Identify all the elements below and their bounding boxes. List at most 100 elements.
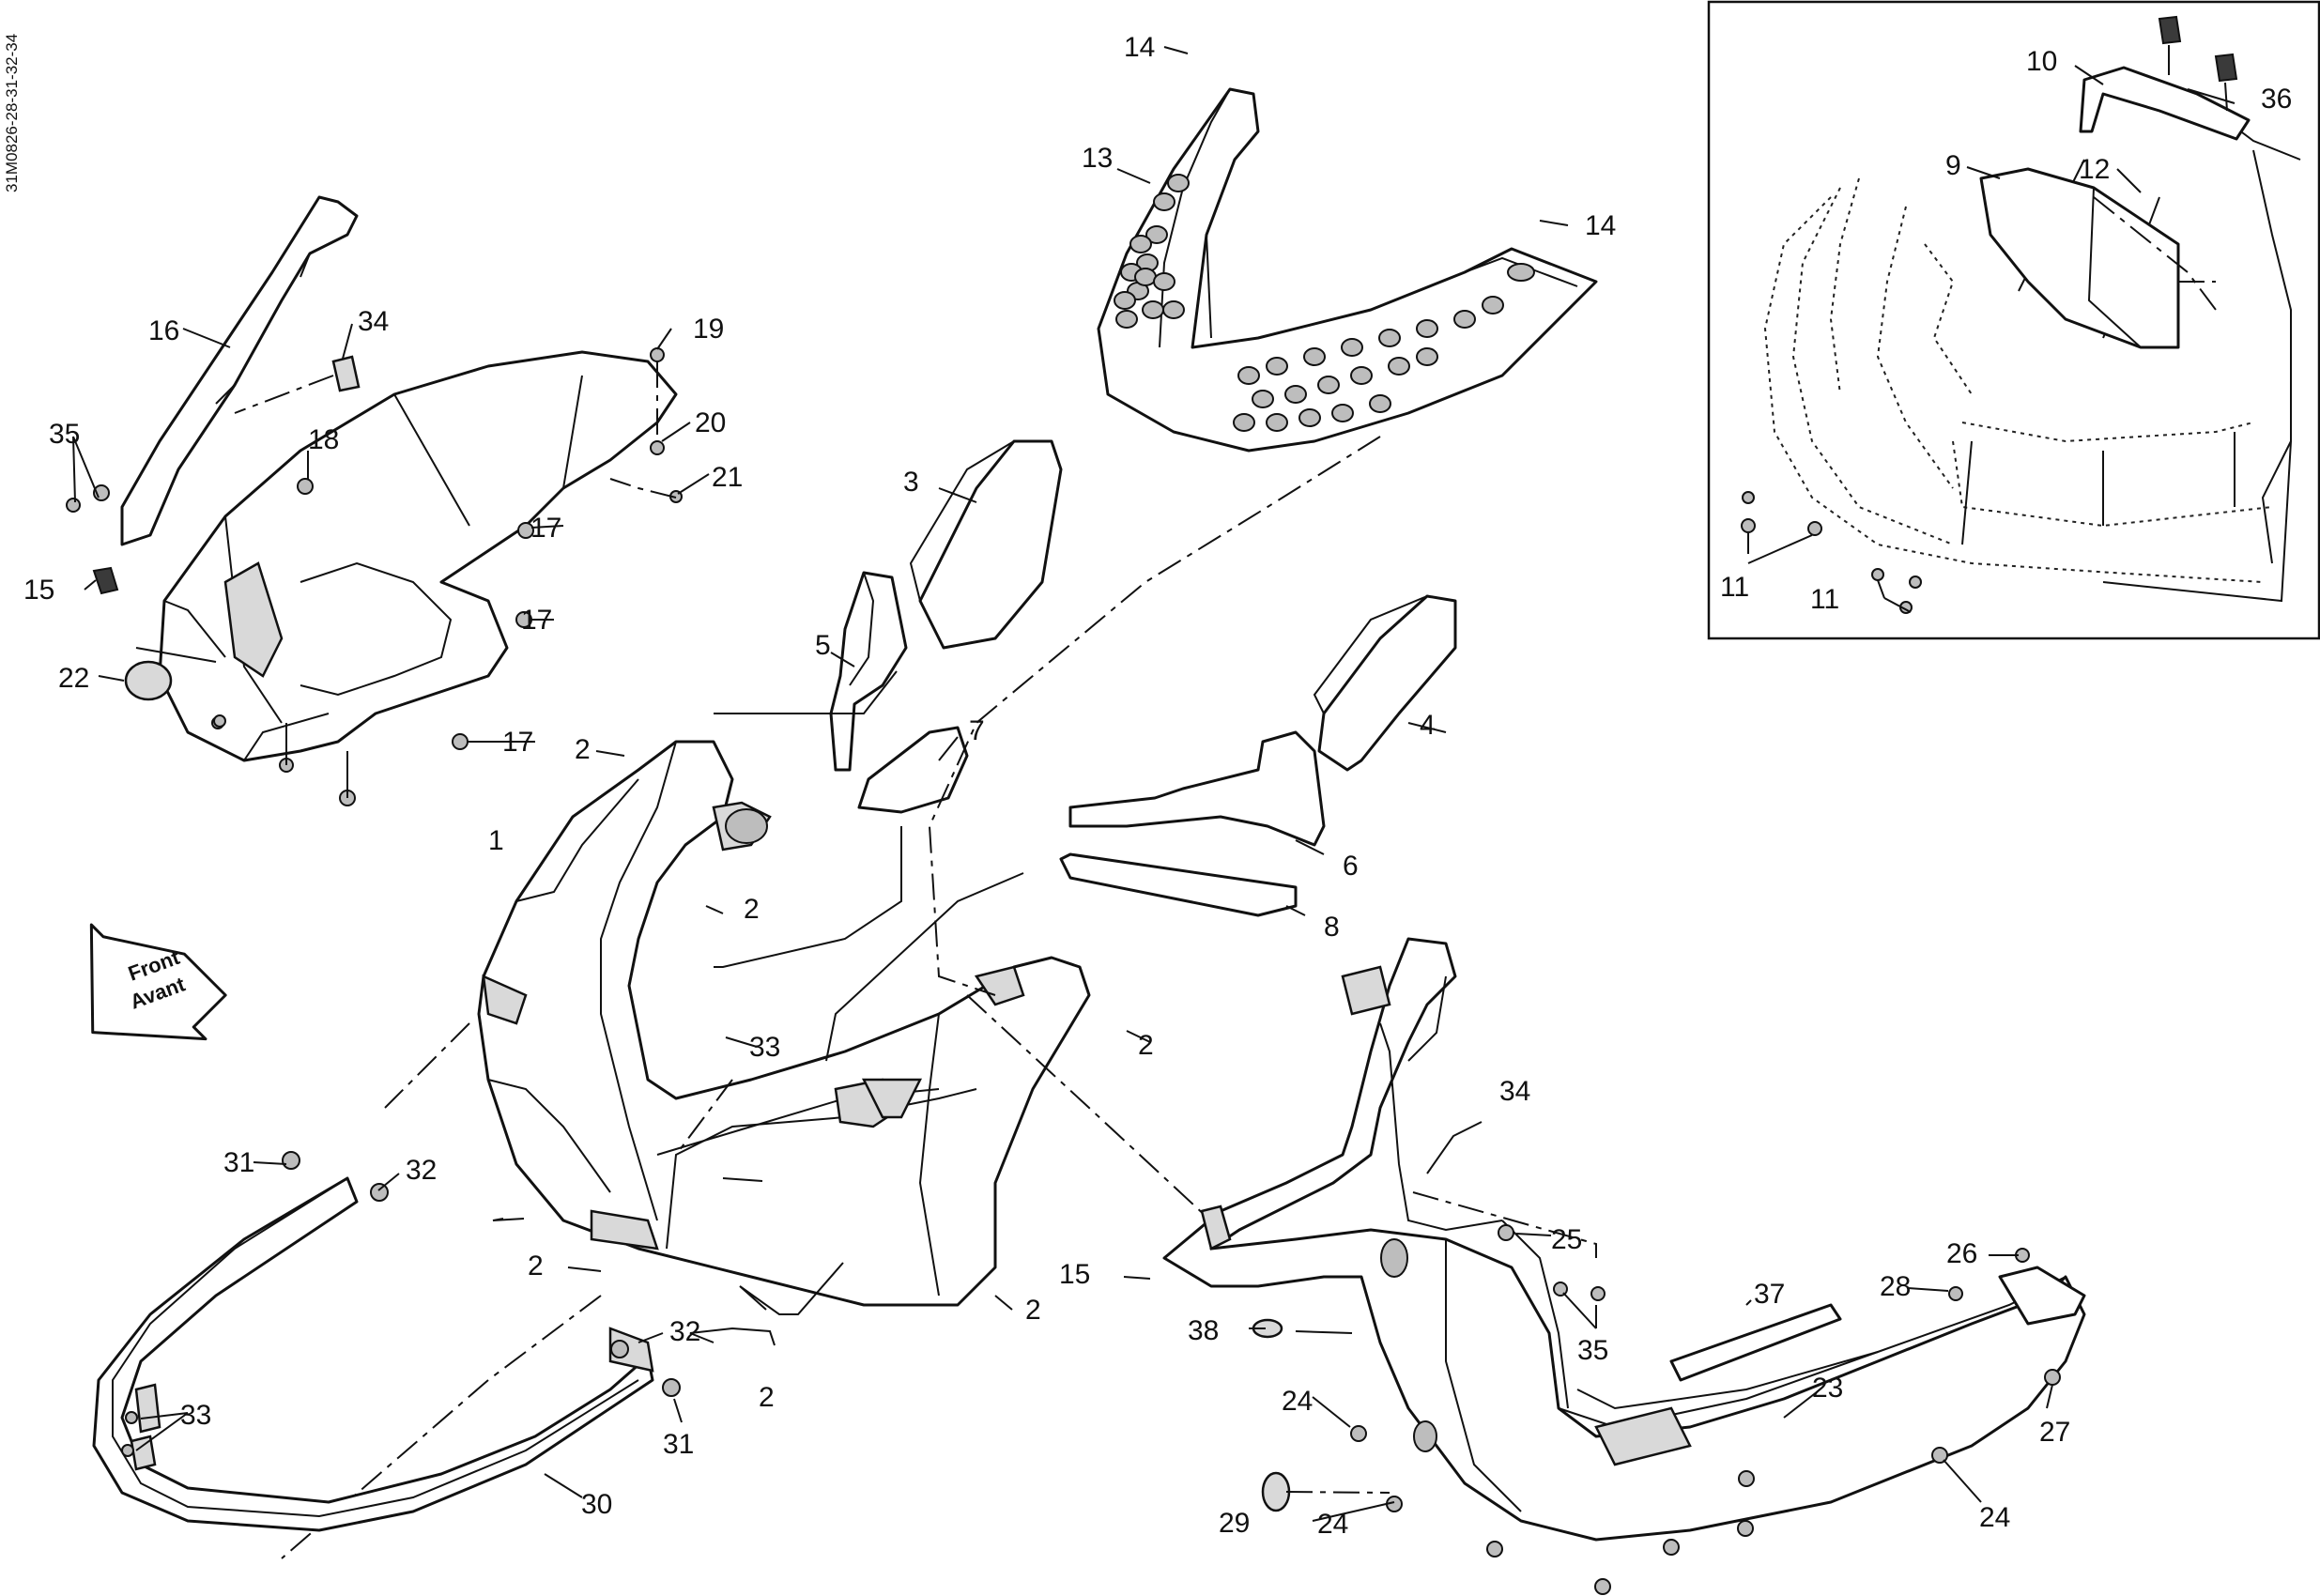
callout-c11a: 11 xyxy=(1720,572,1749,603)
callout-c24a: 24 xyxy=(1282,1386,1313,1417)
callout-c38: 38 xyxy=(1188,1315,1219,1346)
perforation-hole xyxy=(1317,376,1340,394)
duct-9-shape xyxy=(1979,167,2180,349)
callout-c2d: 2 xyxy=(528,1251,544,1281)
callout-c26: 26 xyxy=(1946,1238,1977,1269)
callout-c2c: 2 xyxy=(1138,1030,1154,1061)
callout-c2e: 2 xyxy=(1025,1295,1041,1326)
callout-c8: 8 xyxy=(1324,912,1340,943)
callout-c18: 18 xyxy=(308,424,339,455)
callout-c29: 29 xyxy=(1219,1508,1250,1539)
perforation-hole xyxy=(1416,319,1438,338)
callout-c23: 23 xyxy=(1812,1373,1843,1404)
callout-c20: 20 xyxy=(695,407,726,438)
callout-c14a: 14 xyxy=(1124,32,1155,63)
callout-c24c: 24 xyxy=(1979,1502,2010,1533)
perforation-hole xyxy=(1115,310,1138,329)
perforation-hole xyxy=(1167,174,1190,192)
pad-5 xyxy=(829,571,908,772)
callout-c13: 13 xyxy=(1082,143,1113,174)
clip-36a-shape xyxy=(2158,15,2182,45)
pad-6 xyxy=(1068,730,1326,847)
pad-3 xyxy=(909,439,1063,650)
detail-inset xyxy=(1707,0,2320,640)
perforation-hole xyxy=(1153,192,1175,211)
callout-c5: 5 xyxy=(815,630,831,661)
pad-4 xyxy=(1313,594,1457,772)
callout-c16: 16 xyxy=(148,315,179,346)
callout-c17a: 17 xyxy=(530,513,561,544)
perforation-hole xyxy=(1453,310,1476,329)
callout-c35b: 35 xyxy=(1577,1335,1608,1366)
perforation-hole xyxy=(1252,390,1274,408)
perforation-hole xyxy=(1114,291,1136,310)
perforation-hole xyxy=(1134,268,1157,286)
perforation-hole xyxy=(1388,357,1410,376)
perforation-hole xyxy=(1266,413,1288,432)
leader-lines xyxy=(72,46,2235,1522)
callout-c10: 10 xyxy=(2026,46,2057,77)
perforation-hole xyxy=(1298,408,1321,427)
callout-c2a: 2 xyxy=(575,734,591,765)
callout-c4: 4 xyxy=(1420,710,1436,741)
callout-c33a: 33 xyxy=(749,1032,780,1063)
side-panel-23 xyxy=(1162,937,2086,1595)
document-id: 31M0826-28-31-32-34 xyxy=(3,34,21,192)
callout-c17c: 17 xyxy=(502,727,533,758)
perforation-hole xyxy=(1416,347,1438,366)
callout-c17b: 17 xyxy=(521,605,552,636)
perforation-hole xyxy=(1145,225,1168,244)
belly-pan-1 xyxy=(477,740,1091,1307)
perforation-hole xyxy=(1237,366,1260,385)
perforated-panel-13 xyxy=(1097,87,1598,453)
callout-c32a: 32 xyxy=(406,1155,437,1186)
perforation-hole xyxy=(1341,338,1363,357)
front-direction-arrow: Front Avant xyxy=(89,923,227,1041)
perforation-hole xyxy=(1284,385,1307,404)
perforation-hole xyxy=(1482,296,1504,315)
perforation-hole xyxy=(1153,272,1175,291)
callout-c2f: 2 xyxy=(759,1382,775,1413)
callout-c9: 9 xyxy=(1945,150,1961,181)
callout-c31a: 31 xyxy=(223,1147,254,1178)
callout-c28: 28 xyxy=(1880,1271,1911,1302)
perforation-hole xyxy=(1266,357,1288,376)
perforation-hole xyxy=(1350,366,1373,385)
perforation-hole xyxy=(1369,394,1391,413)
callout-c33b: 33 xyxy=(180,1400,211,1431)
perforation-hole xyxy=(1142,300,1164,319)
callout-c14b: 14 xyxy=(1585,210,1616,241)
perforation-hole xyxy=(1378,329,1401,347)
callout-c2b: 2 xyxy=(744,894,760,925)
callout-c34b: 34 xyxy=(1499,1076,1530,1107)
perforation-hole xyxy=(1233,413,1255,432)
perforation-hole xyxy=(1162,300,1185,319)
pad-8 xyxy=(1059,852,1298,917)
callout-c11b: 11 xyxy=(1810,584,1839,615)
callout-c7: 7 xyxy=(969,715,985,746)
callout-c21: 21 xyxy=(712,462,743,493)
perforation-hole xyxy=(1129,235,1152,253)
callout-c36: 36 xyxy=(2261,84,2292,115)
panel-13-perforations xyxy=(1114,174,1504,432)
callout-c1: 1 xyxy=(488,825,504,856)
left-upper-assembly xyxy=(66,195,683,806)
clip-36b-shape xyxy=(2214,53,2238,83)
callout-c3: 3 xyxy=(903,467,919,498)
callout-c30: 30 xyxy=(581,1489,612,1520)
callout-c15b: 15 xyxy=(1059,1259,1090,1290)
callout-c31b: 31 xyxy=(663,1429,694,1460)
callout-c32b: 32 xyxy=(669,1316,700,1347)
callout-c35a: 35 xyxy=(49,419,80,450)
callout-c22: 22 xyxy=(58,663,89,694)
callout-c37: 37 xyxy=(1754,1279,1785,1310)
callout-c25: 25 xyxy=(1551,1224,1582,1255)
bracket-10-shape xyxy=(2079,66,2251,141)
callout-c6: 6 xyxy=(1343,851,1359,882)
bumper-30 xyxy=(92,1151,681,1532)
perforation-hole xyxy=(1303,347,1326,366)
callout-c12: 12 xyxy=(2079,154,2110,185)
pad-7 xyxy=(857,726,969,814)
